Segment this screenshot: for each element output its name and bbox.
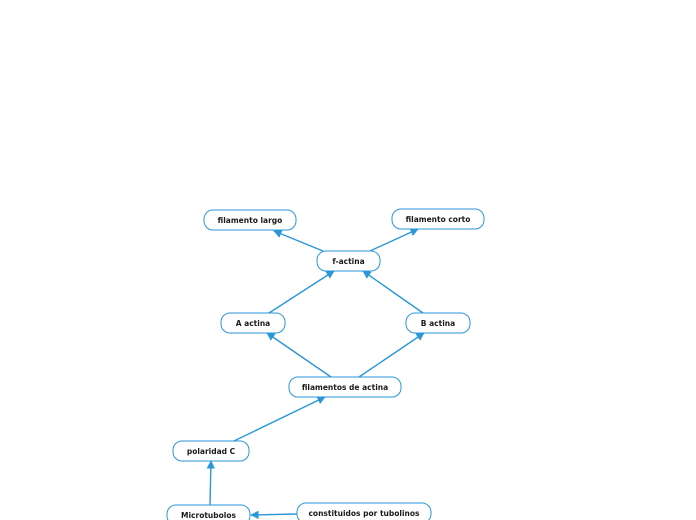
- node-polaridad-c[interactable]: polaridad C: [172, 440, 250, 462]
- node-f-actina[interactable]: f-actina: [316, 250, 381, 272]
- node-box: [288, 376, 402, 398]
- edge-filamentos-de-actina-to-b-actina: [358, 332, 425, 378]
- node-filamentos-de-actina[interactable]: filamentos de actina: [288, 376, 402, 398]
- edge-f-actina-to-filamento-corto: [369, 228, 419, 252]
- node-constituidos[interactable]: constituidos por tubolinos: [296, 502, 432, 520]
- node-filamento-largo[interactable]: filamento largo: [203, 209, 297, 231]
- node-box: [203, 209, 297, 231]
- node-microtubolos[interactable]: Microtubolos: [166, 504, 251, 520]
- edge-filamentos-de-actina-to-a-actina: [266, 332, 332, 378]
- edge-a-actina-to-f-actina: [268, 270, 335, 314]
- node-label: filamento largo: [218, 216, 283, 225]
- node-label: constituidos por tubolinos: [308, 509, 420, 518]
- node-box: [391, 208, 485, 230]
- node-a-actina[interactable]: A actina: [220, 312, 286, 334]
- edge-polaridad-c-to-filamentos-de-actina: [233, 396, 326, 442]
- edge-microtubolos-to-polaridad-c: [206, 460, 216, 506]
- node-label: A actina: [236, 319, 270, 328]
- node-box: [405, 312, 471, 334]
- node-box: [296, 502, 432, 520]
- node-box: [220, 312, 286, 334]
- node-box: [166, 504, 251, 520]
- edge-f-actina-to-filamento-largo: [273, 229, 324, 252]
- node-box: [316, 250, 381, 272]
- nodes: filamento largo filamento corto f-actina…: [166, 208, 485, 520]
- node-label: f-actina: [332, 257, 364, 266]
- edge-b-actina-to-f-actina: [362, 270, 424, 314]
- node-label: filamento corto: [406, 215, 471, 224]
- node-filamento-corto[interactable]: filamento corto: [391, 208, 485, 230]
- edges: [206, 228, 425, 520]
- node-label: filamentos de actina: [302, 383, 388, 392]
- node-box: [172, 440, 250, 462]
- node-label: polaridad C: [187, 447, 236, 456]
- node-b-actina[interactable]: B actina: [405, 312, 471, 334]
- node-label: B actina: [421, 319, 455, 328]
- node-label: Microtubolos: [181, 511, 237, 520]
- edge-constituidos-to-microtubolos: [250, 510, 298, 520]
